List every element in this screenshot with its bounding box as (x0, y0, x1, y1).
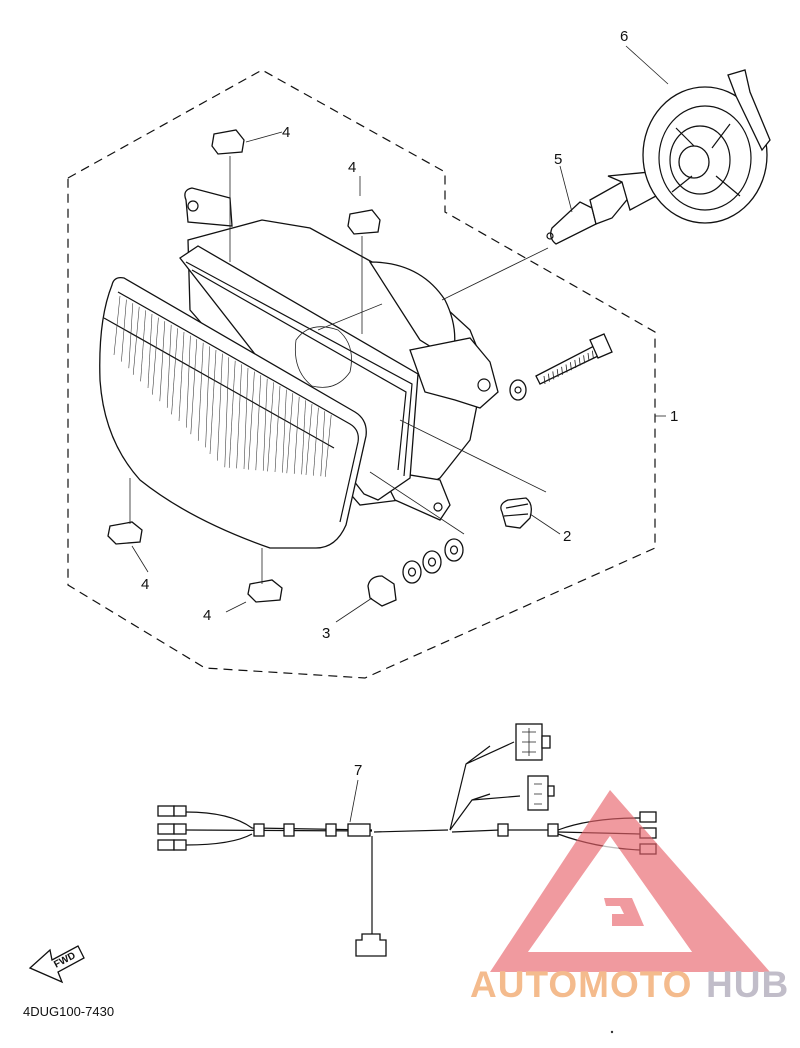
screw-thread-line (548, 373, 550, 382)
watermark-triangle-logo (490, 790, 770, 972)
lens-hatch-line (171, 328, 178, 415)
leader-lines (129, 45, 669, 623)
lens-hatch-line (236, 364, 242, 469)
screw-thread-line (552, 371, 555, 380)
lens-hatch-line (301, 400, 306, 475)
lens-hatch-line (313, 407, 319, 476)
part-code-label: 4DUG100-7430 (23, 1004, 114, 1019)
lens-hatch-line (128, 303, 134, 369)
lens-hatch-line (197, 342, 204, 441)
callout-4c: 4 (141, 576, 149, 593)
screw-thread-line (592, 350, 594, 359)
lens-hatch-line (248, 371, 255, 470)
lens-hatch-line (282, 389, 287, 473)
screw-thread-line (565, 364, 568, 373)
lens-hatch-line (267, 382, 274, 472)
adjusting-screw (509, 333, 613, 401)
lens-hatch-line (113, 295, 121, 356)
socket-cover-part-6 (642, 69, 771, 224)
lens-hatch-line (152, 317, 159, 395)
callout-7: 7 (354, 762, 362, 779)
lens-hatch-line (228, 360, 236, 468)
callout-6: 6 (620, 28, 628, 45)
lens-hatch-line (166, 324, 172, 408)
lens-hatch-line (274, 385, 281, 473)
callout-1: 1 (670, 408, 678, 425)
lens-hatch-line (159, 321, 166, 402)
lens-hatch-line (140, 310, 146, 382)
lens-hatch-line (324, 414, 332, 477)
wire-harness-part-7 (157, 723, 657, 957)
callout-4a: 4 (282, 124, 290, 141)
scan-speck (610, 1030, 614, 1034)
assembly-boundary (67, 69, 656, 679)
watermark-brand-part2: HUB (706, 964, 789, 1005)
adjuster-part-2 (500, 497, 532, 529)
lens-hatch-line (286, 393, 294, 474)
lens-hatch-line (262, 378, 268, 471)
lens-hatch-line (224, 357, 230, 468)
callout-3: 3 (322, 625, 330, 642)
screw-thread-line (570, 362, 572, 371)
bulb-part-5 (546, 171, 657, 245)
callout-4d: 4 (203, 607, 211, 624)
lens-hatch-line (121, 299, 127, 362)
grommet-part-3 (367, 538, 464, 607)
callout-2: 2 (563, 528, 571, 545)
screw-thread-line (556, 369, 559, 378)
screw-thread-line (587, 352, 590, 362)
lens-hatch-line (147, 313, 153, 389)
lens-hatch-line (209, 349, 217, 455)
headlight-lens (99, 277, 367, 549)
forward-direction-arrow: FWD (28, 945, 85, 984)
lens-hatch-line (243, 367, 249, 470)
lens-hatch-line (178, 331, 185, 422)
lens-hatch-line (255, 375, 262, 471)
lens-hatch-line (305, 403, 313, 476)
lens-hatch-line (190, 339, 198, 435)
lens-hatch-line (132, 306, 140, 375)
automotohub-watermark: AUTOMOTO HUB (470, 790, 789, 1005)
screw-thread-line (583, 355, 585, 364)
lens-hatch-line (217, 353, 223, 461)
screw-thread-line (543, 375, 546, 385)
lens-hatch-line (205, 346, 210, 448)
watermark-brand-part1: AUTOMOTO (470, 964, 692, 1005)
screw-thread-line (561, 366, 563, 375)
screw-thread-line (578, 357, 581, 366)
callout-5: 5 (554, 151, 562, 168)
screw-thread-line (574, 359, 577, 368)
lens-hatch-line (186, 335, 191, 428)
callout-4b: 4 (348, 159, 356, 176)
lens-hatch-line (320, 411, 326, 477)
lens-hatch-line (293, 396, 300, 474)
clip-part-4 (107, 129, 381, 603)
